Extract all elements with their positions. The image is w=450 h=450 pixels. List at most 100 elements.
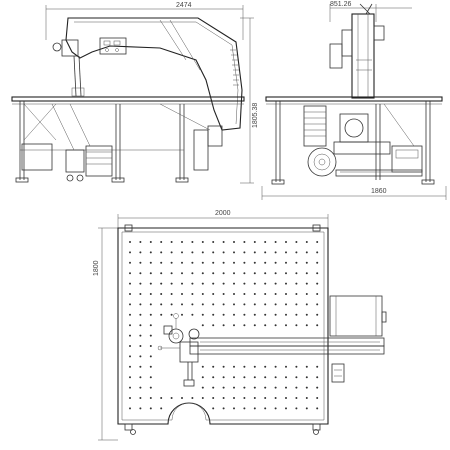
table-hole [212,386,215,389]
table-hole [201,376,204,379]
table-hole [264,282,267,285]
table-hole [181,282,183,285]
table-hole [181,303,183,306]
table-hole [212,293,215,295]
table-hole [316,272,319,275]
table-hole [191,272,194,275]
table-hole [201,365,204,368]
table-hole [264,376,267,379]
table-hole [129,407,131,410]
table-hole [233,303,235,306]
table-hole [139,334,142,337]
plan-hole-grid [129,241,319,410]
table-hole [222,303,225,306]
plan-width-dimension: 2000 [117,210,329,228]
table-hole [149,303,152,306]
table-hole [295,386,298,389]
table-hole [264,303,267,306]
table-hole [139,272,142,275]
table-hole [316,386,319,389]
table-hole [243,397,246,399]
table-hole [149,272,152,275]
table-hole [285,407,287,410]
table-hole [201,251,204,254]
table-hole [170,282,173,285]
table-hole [274,293,277,295]
front-legs [275,101,431,182]
table-hole [285,272,287,275]
side-legs [19,101,185,180]
table-hole [253,397,256,399]
table-hole [222,386,225,389]
table-hole [129,261,131,264]
table-hole [295,365,298,368]
table-hole [316,407,319,410]
table-hole [285,376,287,379]
table-hole [201,282,204,285]
table-hole [149,334,152,337]
table-hole [160,293,163,295]
table-hole [264,386,267,389]
table-hole [274,303,277,306]
table-hole [181,241,183,243]
table-hole [139,355,142,358]
table-hole [160,282,163,285]
table-hole [253,313,256,316]
table-hole [274,397,277,399]
table-hole [191,261,194,264]
table-hole [233,386,235,389]
table-hole [253,365,256,368]
table-hole [264,251,267,254]
table-hole [129,397,131,399]
table-hole [129,272,131,275]
table-hole [233,272,235,275]
table-hole [149,365,152,368]
table-hole [160,407,163,410]
table-hole [305,293,308,295]
table-hole [160,251,163,254]
table-hole [181,313,183,316]
table-hole [285,251,287,254]
front-motor [339,113,369,143]
table-hole [170,241,173,243]
table-hole [170,272,173,275]
table-hole [274,407,277,410]
table-hole [305,282,308,285]
table-hole [139,345,142,347]
table-hole [253,282,256,285]
table-hole [181,272,183,275]
table-hole [212,313,215,316]
table-hole [139,324,142,327]
table-hole [160,303,163,306]
table-hole [129,313,131,316]
side-tank [21,143,53,171]
table-hole [264,261,267,264]
table-hole [222,251,225,254]
table-hole [129,324,131,327]
table-hole [201,261,204,264]
table-hole [305,303,308,306]
table-hole [222,241,225,243]
side-width-label: 2474 [176,2,192,9]
table-hole [212,272,215,275]
table-hole [212,407,215,410]
table-hole [295,313,298,316]
table-hole [295,303,298,306]
table-hole [285,303,287,306]
table-hole [222,365,225,368]
table-hole [233,282,235,285]
table-hole [139,397,142,399]
plan-height-label: 1800 [93,260,100,276]
table-hole [129,386,131,389]
table-hole [233,365,235,368]
table-hole [222,407,225,410]
table-hole [181,397,183,399]
table-hole [295,241,298,243]
front-view: 851.26 1860 [261,1,447,200]
table-hole [285,241,287,243]
table-hole [233,313,235,316]
table-hole [233,251,235,254]
table-hole [170,303,173,306]
table-hole [149,345,152,347]
